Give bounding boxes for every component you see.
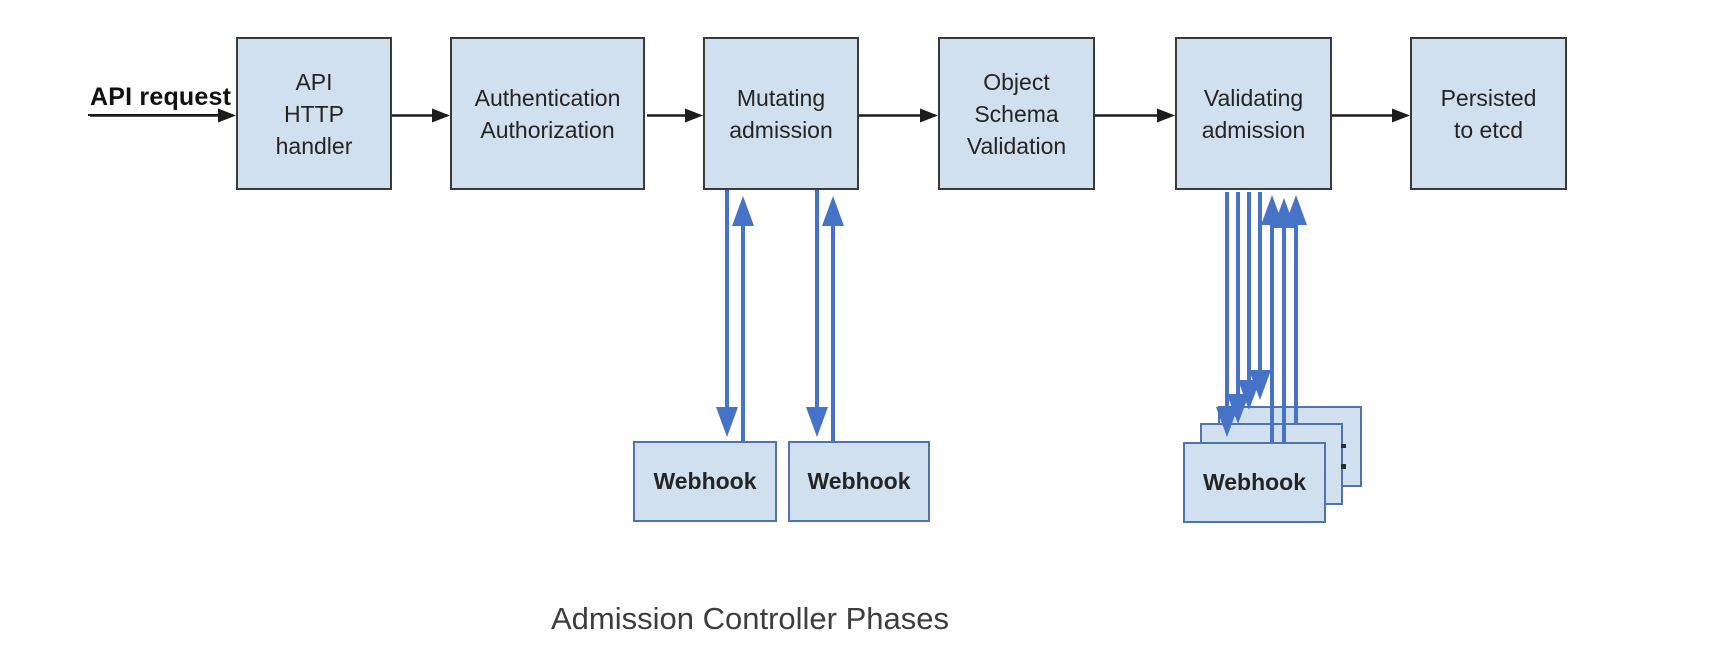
arrow-validating-response-3 (1285, 195, 1307, 424)
webhook-label: Webhook (807, 468, 911, 494)
webhook-label: Webhook (1202, 469, 1307, 495)
arrow-validating-call-3 (1238, 192, 1260, 410)
webhook-label: Webhook (653, 468, 757, 494)
arrow-validating-response-1 (1261, 195, 1283, 442)
validating-webhook-box-front: Webhook (1183, 442, 1326, 523)
phase-label-line: Authentication (474, 84, 621, 111)
arrow-validating-to-etcd (1332, 108, 1410, 123)
phase-label-line: Mutating (736, 84, 826, 111)
phase-label-line: Validation (966, 132, 1067, 159)
diagram-caption: Admission Controller Phases (550, 601, 949, 636)
arrow-mutating-call-1 (716, 190, 738, 437)
phase-label-line: Schema (974, 100, 1059, 127)
arrow-validating-call-4 (1249, 192, 1271, 400)
phase-box-validating-admission: Validating admission (1175, 37, 1332, 190)
phase-label-line: to etcd (1453, 116, 1524, 143)
phase-box-api-http-handler: API HTTP handler (236, 37, 392, 190)
arrow-auth-to-mutating (647, 108, 703, 123)
phase-label-line: Validating (1203, 84, 1304, 111)
arrow-mutating-call-2 (806, 190, 828, 437)
phase-label-line: Persisted (1440, 84, 1537, 111)
phase-label-line: admission (729, 116, 833, 143)
phase-label-line: Authorization (480, 116, 615, 143)
phase-label-line: Object (983, 68, 1050, 95)
clipped-text-artifact (1341, 444, 1346, 469)
arrow-mutating-to-schema (859, 108, 938, 123)
arrow-mutating-response-2 (822, 196, 844, 441)
arrow-mutating-response-1 (732, 196, 754, 441)
mutating-webhook-box-1: Webhook (633, 441, 777, 522)
mutating-webhook-box-2: Webhook (788, 441, 930, 522)
phase-box-authentication-authorization: Authentication Authorization (450, 37, 645, 190)
phase-label-line: admission (1201, 116, 1306, 143)
phase-box-persisted-to-etcd: Persisted to etcd (1410, 37, 1567, 190)
phase-label-line: handler (275, 132, 353, 159)
api-request-label: API request (88, 83, 234, 116)
phase-label-line: HTTP (283, 100, 345, 127)
phase-box-mutating-admission: Mutating admission (703, 37, 859, 190)
arrow-handler-to-auth (392, 108, 450, 123)
arrow-validating-call-2 (1227, 192, 1249, 424)
phase-label-line: API (295, 68, 333, 95)
arrow-validating-call-1 (1216, 192, 1238, 437)
phase-box-object-schema-validation: Object Schema Validation (938, 37, 1095, 190)
arrow-schema-to-validating (1095, 108, 1175, 123)
